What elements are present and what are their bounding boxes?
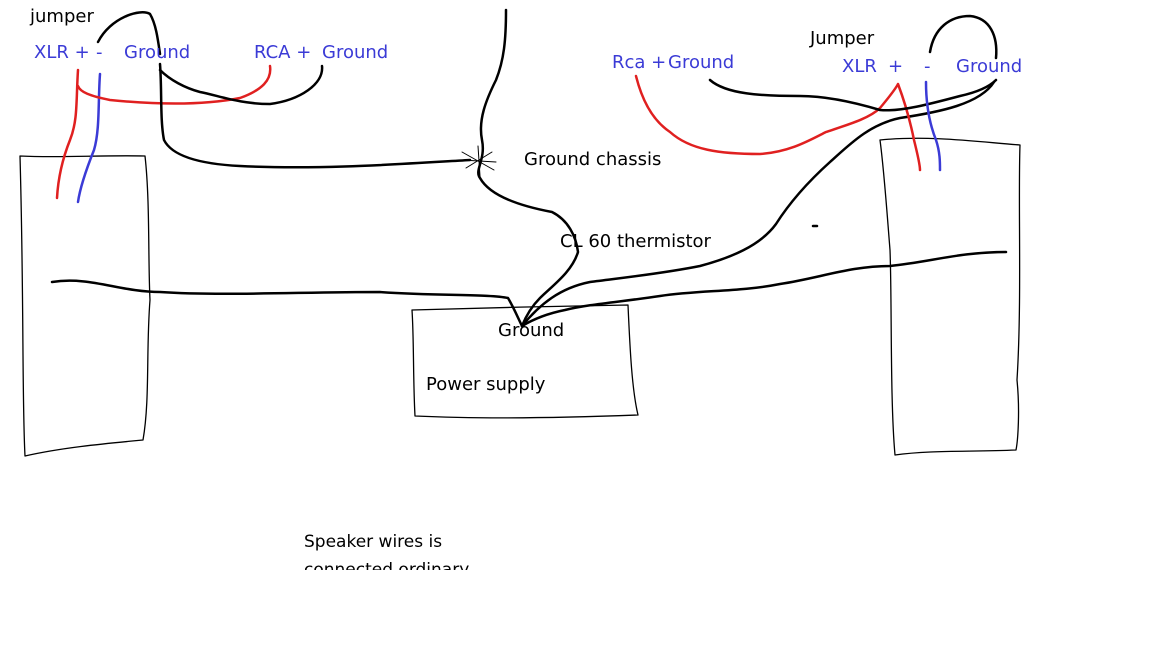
right-jumper-wire bbox=[928, 14, 998, 60]
chassis-ground-point bbox=[461, 145, 497, 177]
power-supply-label: Power supply bbox=[426, 374, 546, 395]
power-supply-ground-label: Ground bbox=[498, 320, 565, 341]
right-xlr-minus-wire bbox=[924, 80, 942, 172]
right-board-outline bbox=[879, 137, 1021, 456]
left-xlr-minus-label: - bbox=[96, 42, 103, 63]
thermistor-label: CL 60 thermistor bbox=[560, 231, 711, 252]
speaker-wires-note: Speaker wires is connected ordinary bbox=[304, 528, 564, 570]
right-xlr-minus-label: - bbox=[924, 56, 931, 77]
left-xlr-plus-wire bbox=[55, 68, 80, 200]
left-supply-wire bbox=[50, 279, 524, 328]
right-rca-plus-wire bbox=[634, 74, 922, 172]
left-ground-label: Ground bbox=[124, 42, 191, 63]
left-rca-ground-wire bbox=[158, 64, 324, 106]
right-supply-wire bbox=[520, 250, 1008, 328]
right-jumper-label: Jumper bbox=[810, 28, 875, 49]
left-xlr-plus-label: XLR + bbox=[34, 42, 90, 63]
right-ground-label: Ground bbox=[956, 56, 1023, 77]
right-xlr-label: XLR bbox=[842, 56, 877, 77]
right-xlr-plus-label: + bbox=[888, 56, 904, 77]
note-line-2: connected ordinary bbox=[304, 560, 470, 570]
left-jumper-wire bbox=[96, 11, 162, 56]
right-rca-ground-label: Ground bbox=[668, 52, 735, 73]
left-ground-wire bbox=[158, 62, 472, 169]
right-rca-ground-wire bbox=[708, 78, 998, 112]
left-rca-plus-label: RCA + bbox=[254, 42, 312, 63]
chassis-trunk-wire bbox=[477, 8, 580, 328]
left-board-outline bbox=[19, 155, 151, 457]
note-line-1: Speaker wires is bbox=[304, 532, 443, 552]
left-rca-ground-label: Ground bbox=[322, 42, 389, 63]
left-rca-plus-wire bbox=[76, 64, 272, 105]
right-rca-plus-label: Rca + bbox=[612, 52, 667, 73]
left-jumper-label: jumper bbox=[30, 6, 94, 27]
right-ground-to-supply-wire bbox=[520, 80, 996, 328]
ground-chassis-label: Ground chassis bbox=[524, 149, 662, 170]
